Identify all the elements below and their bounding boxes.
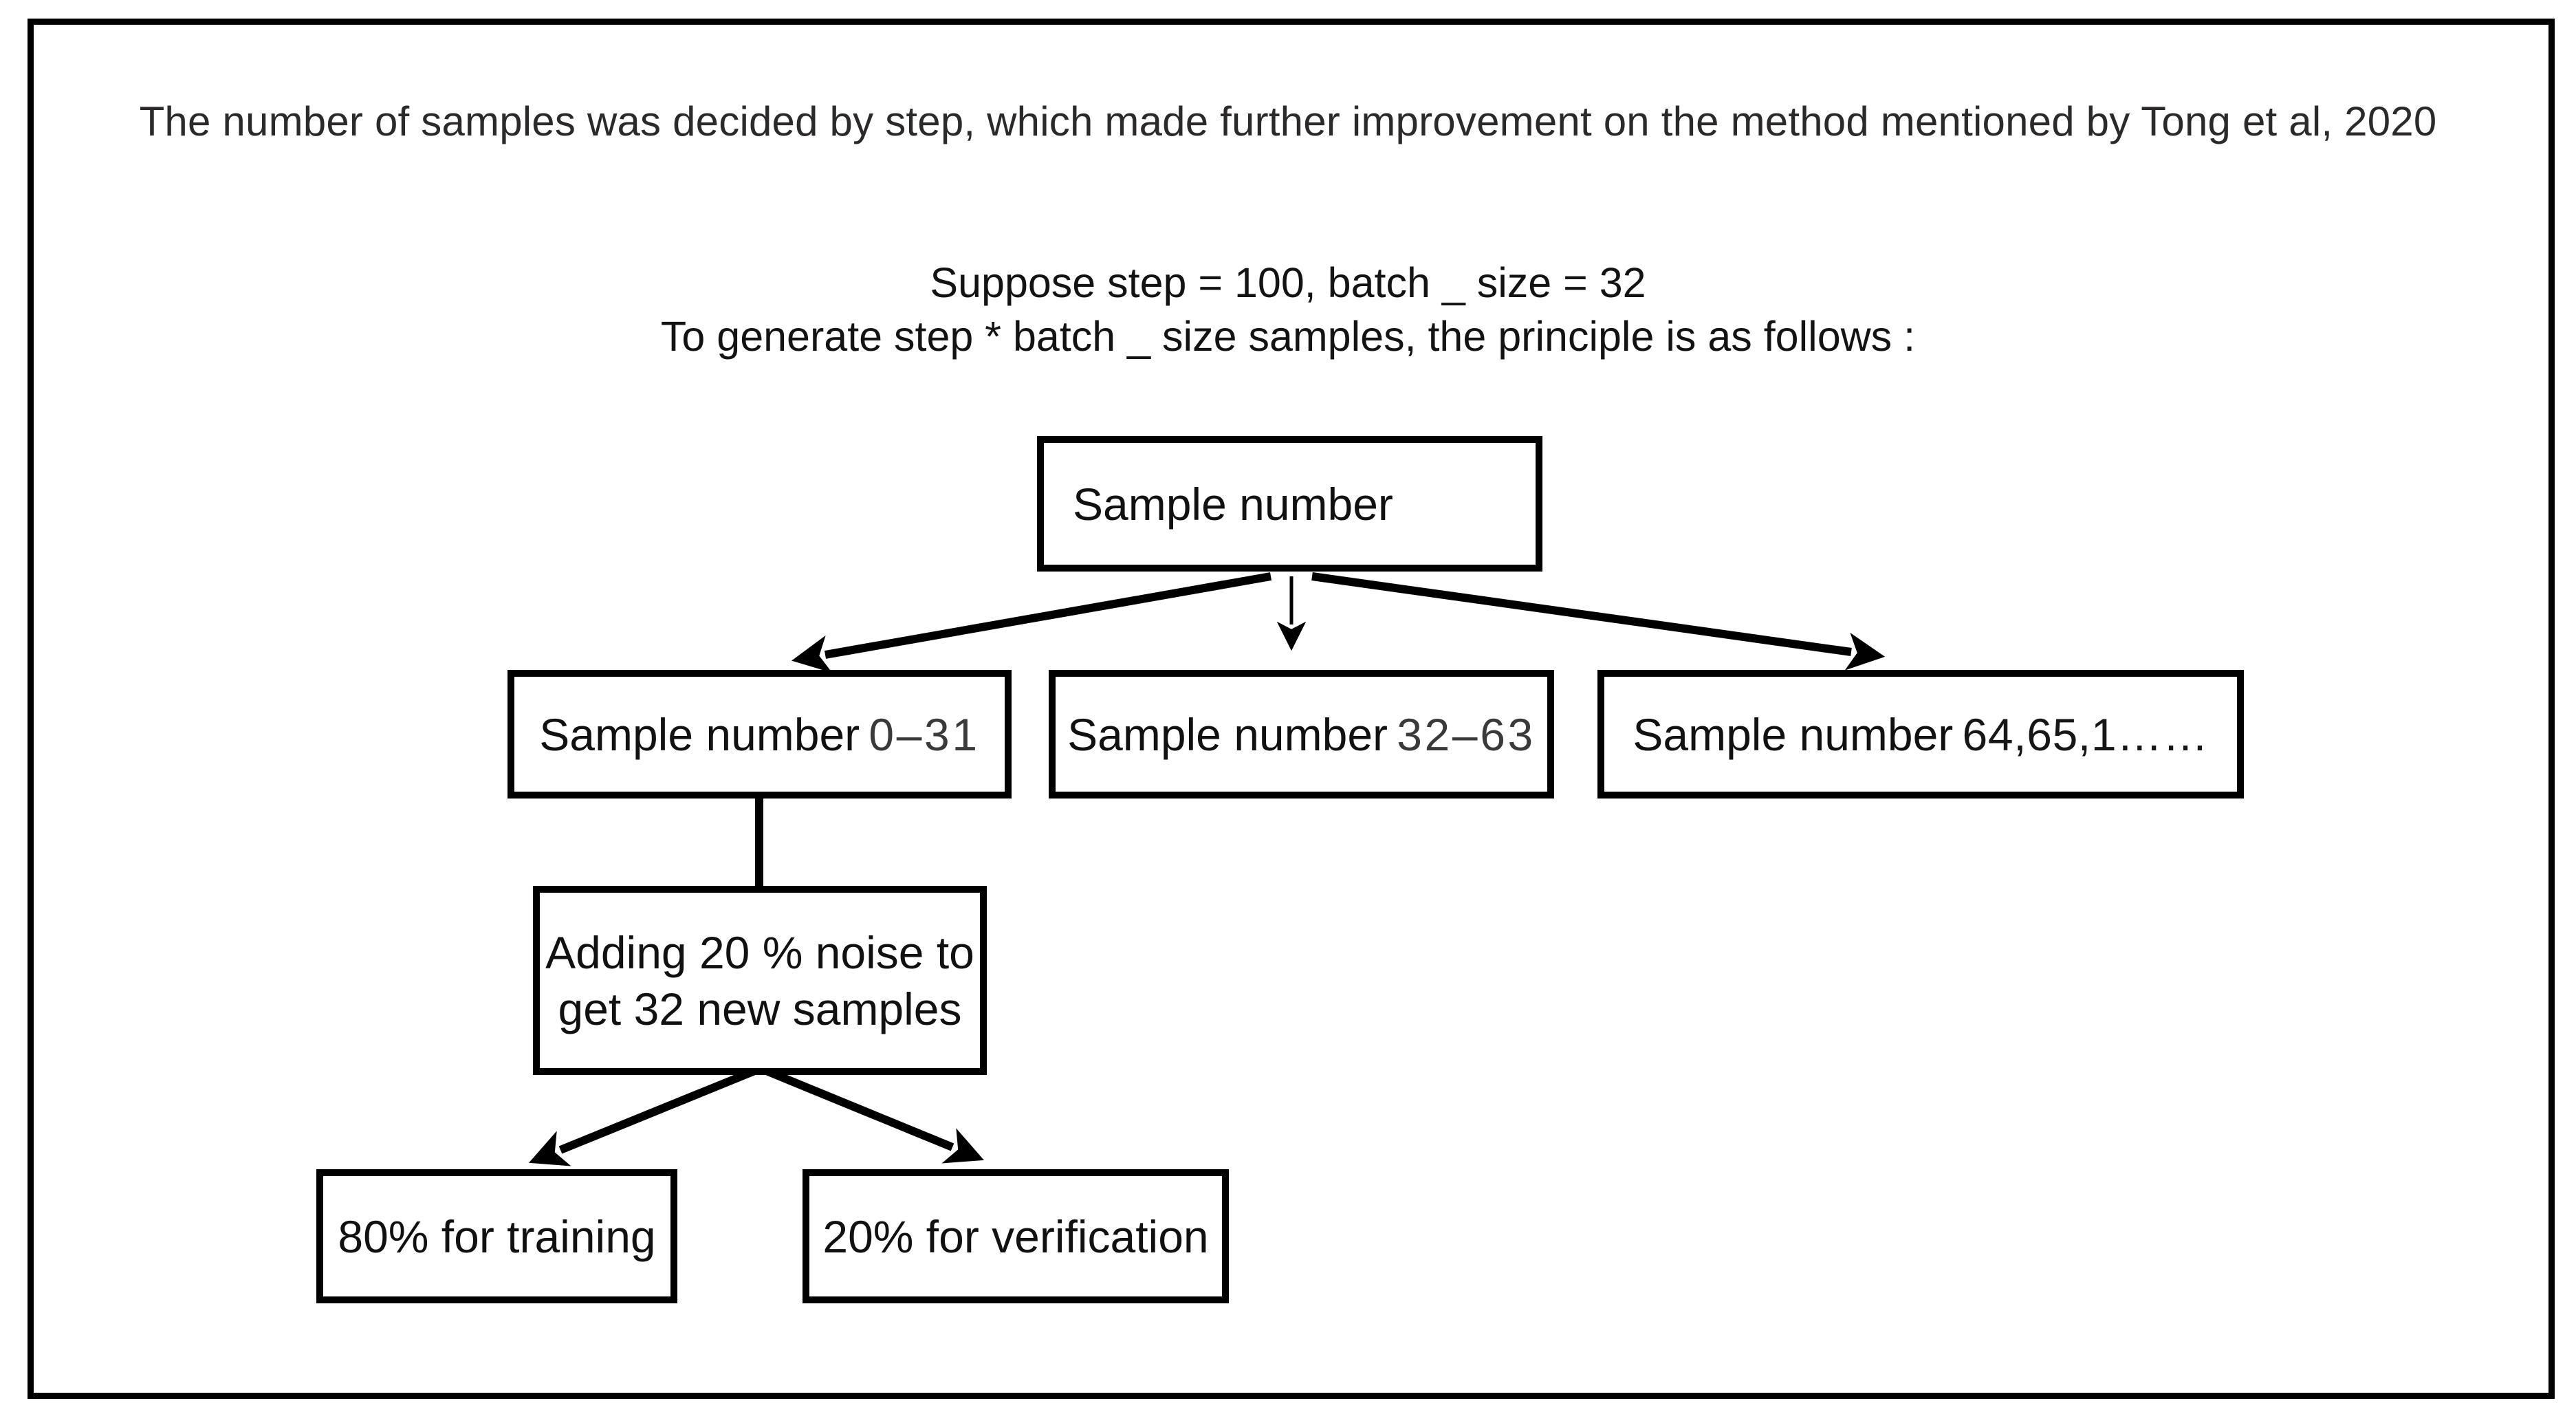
node-label-prefix: Sample number xyxy=(1067,708,1388,760)
arrow-noise-to-verification xyxy=(763,1066,984,1164)
node-label-range: 0–31 xyxy=(869,708,980,760)
caption-note: The number of samples was decided by ste… xyxy=(139,98,2437,144)
intro-line-2: To generate step * batch _ size samples,… xyxy=(660,313,1916,360)
node-sample-number: Sample number xyxy=(1037,436,1542,572)
noise-line-2: get 32 new samples xyxy=(558,983,962,1034)
node-label-range: 32–63 xyxy=(1397,708,1536,760)
node-label-prefix: Sample number xyxy=(1633,708,1954,760)
intro-line-1: Suppose step = 100, batch _ size = 32 xyxy=(930,259,1646,306)
node-label-range: 64,65,1…… xyxy=(1962,708,2209,760)
node-training-split: 80% for training xyxy=(316,1169,677,1303)
intro-text: Suppose step = 100, batch _ size = 32 To… xyxy=(0,256,2576,363)
arrow-root-to-branch0 xyxy=(792,572,1272,673)
arrow-root-to-branch2 xyxy=(1311,572,1886,671)
node-verification-split: 20% for verification xyxy=(803,1169,1229,1303)
arrow-noise-to-training xyxy=(528,1066,758,1166)
node-adding-noise: Adding 20 % noise to get 32 new samples xyxy=(533,886,987,1075)
noise-line-1: Adding 20 % noise to xyxy=(545,926,974,978)
node-label-prefix: Sample number xyxy=(539,708,860,760)
